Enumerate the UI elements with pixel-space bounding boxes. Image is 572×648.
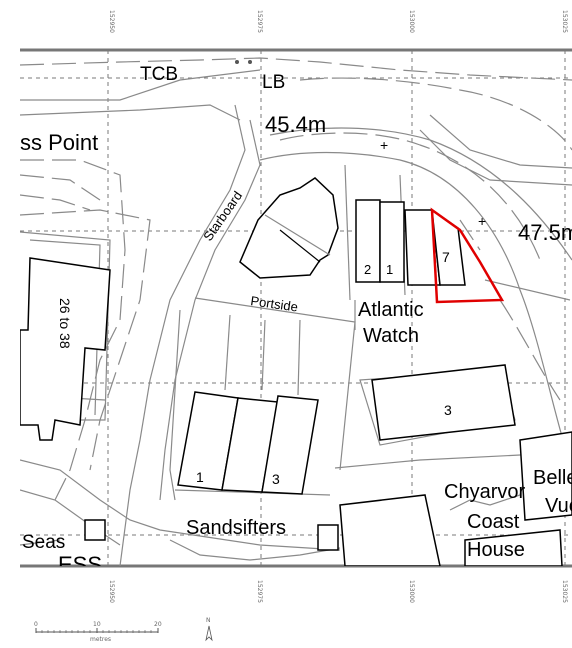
label-coast: Coast	[467, 511, 520, 533]
building-unit-2	[355, 199, 381, 283]
label-house: House	[467, 539, 525, 561]
label-vue: Vue	[545, 495, 572, 517]
label-unit-7: 7	[442, 249, 450, 265]
label-unit-3-east: 3	[444, 402, 452, 418]
grid-label-top-4: 153025	[561, 10, 568, 33]
building-unit-1	[379, 201, 405, 283]
grid-label-top-2: 152975	[256, 10, 263, 33]
label-seas: Seas	[22, 532, 65, 553]
label-starboard: Starboard	[200, 188, 245, 243]
scale-bar: 0 10 20 metres	[34, 621, 162, 643]
label-tcb: TCB	[140, 64, 178, 85]
label-unit-3-south: 3	[272, 471, 280, 487]
label-unit-1-south: 1	[196, 469, 204, 485]
grid-label-bottom-2: 152975	[256, 580, 263, 603]
grid-label-top-3: 153000	[408, 10, 415, 33]
building-starboard	[239, 177, 339, 279]
scale-tick-20: 20	[154, 621, 162, 628]
building-chyarvor	[339, 494, 441, 566]
scale-unit: metres	[90, 636, 111, 643]
label-portside: Portside	[250, 293, 299, 314]
grid-label-bottom-4: 153025	[561, 580, 568, 603]
scale-tick-10: 10	[93, 621, 101, 628]
buildings	[20, 177, 572, 566]
building-26-38	[20, 257, 111, 441]
label-spot-height-45: 45.4m	[265, 112, 326, 137]
grid-label-top-1: 152950	[108, 10, 115, 33]
label-ess: ESS	[58, 552, 102, 577]
label-unit-2: 2	[364, 262, 371, 277]
svg-text:+: +	[478, 213, 486, 229]
north-letter: N	[206, 617, 211, 624]
grid-label-bottom-1: 152950	[108, 580, 115, 603]
scale-tick-0: 0	[34, 621, 38, 628]
building-sandsifters-3	[261, 395, 319, 495]
label-26-to-38: 26 to 38	[57, 298, 73, 349]
label-chyarvor: Chyarvor	[444, 481, 525, 503]
label-ss-point: ss Point	[20, 130, 98, 155]
label-atlantic: Atlantic	[358, 299, 424, 321]
dashed-boundaries	[20, 57, 572, 546]
label-watch: Watch	[363, 325, 419, 347]
label-lb: LB	[262, 72, 285, 93]
label-unit-1: 1	[386, 262, 393, 277]
label-belle: Belle	[533, 467, 572, 489]
north-arrow-icon: N	[205, 617, 213, 642]
site-boundary	[430, 207, 505, 304]
building-unit-3-east	[371, 364, 516, 441]
label-spot-height-47: 47.5m	[518, 220, 572, 245]
label-sandsifters: Sandsifters	[186, 517, 286, 539]
grid-label-bottom-3: 153000	[408, 580, 415, 603]
svg-text:+: +	[380, 137, 388, 153]
